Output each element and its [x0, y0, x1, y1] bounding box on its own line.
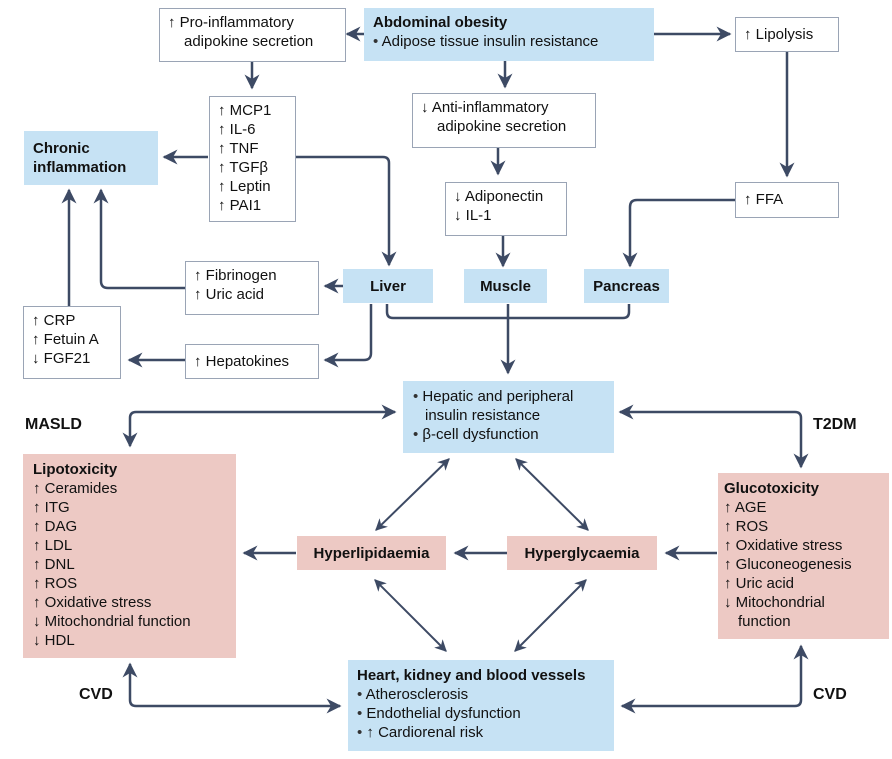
t2dm-label: T2DM [813, 416, 857, 433]
cytokines-box: ↑ MCP1 ↑ IL-6 ↑ TNF ↑ TGFβ ↑ Leptin ↑ PA… [209, 96, 296, 222]
glucotoxicity-item: ↑ Gluconeogenesis [724, 556, 852, 573]
chronic-inflammation-line-2: inflammation [33, 159, 127, 176]
glucotoxicity-item: ↑ AGE [724, 499, 767, 516]
liver-box: Liver [343, 269, 433, 303]
pancreas-label: Pancreas [593, 277, 660, 295]
glucotoxicity-box: Glucotoxicity ↑ AGE ↑ ROS ↑ Oxidative st… [718, 473, 889, 639]
cytokine-item: ↑ PAI1 [218, 197, 262, 214]
cytokine-item: ↑ TNF [218, 140, 259, 157]
insulin-resistance-bullet-1: Hepatic and peripheral [413, 387, 604, 406]
masld-label: MASLD [25, 416, 82, 433]
lipotoxicity-item: ↑ ROS [33, 575, 78, 592]
cytokine-item: ↑ TGFβ [218, 159, 269, 176]
heart-kidney-bullet: Endothelial dysfunction [357, 704, 605, 723]
pro-inflammatory-line-2: adipokine secretion [184, 33, 314, 50]
lipotoxicity-box: Lipotoxicity ↑ Ceramides ↑ ITG ↑ DAG ↑ L… [23, 454, 236, 658]
ffa-box: ↑ FFA [735, 182, 839, 218]
arrow-insulin-hyperlipidaemia [375, 458, 450, 531]
arrow-cvd-left-bidirectional [122, 662, 342, 714]
hyperglycaemia-label: Hyperglycaemia [524, 544, 640, 562]
il1-line: ↓ IL-1 [454, 207, 492, 224]
crp-item: ↓ FGF21 [32, 350, 91, 367]
muscle-label: Muscle [480, 277, 531, 295]
lipolysis-text: ↑ Lipolysis [744, 26, 814, 43]
fibrinogen-line: ↑ Fibrinogen [194, 267, 277, 284]
cytokine-item: ↑ IL-6 [218, 121, 256, 138]
adiponectin-line: ↓ Adiponectin [454, 188, 544, 205]
glucotoxicity-item: ↑ Oxidative stress [724, 537, 843, 554]
hepatokines-text: ↑ Hepatokines [194, 353, 290, 370]
pancreas-box: Pancreas [584, 269, 669, 303]
chronic-inflammation-line-1: Chronic [33, 140, 90, 157]
arrow-masld-bidirectional [122, 404, 397, 448]
cytokine-item: ↑ Leptin [218, 178, 271, 195]
lipotoxicity-item: ↑ Ceramides [33, 480, 118, 497]
lipotoxicity-item: ↓ HDL [33, 632, 75, 649]
heart-kidney-title: Heart, kidney and blood vessels [357, 667, 586, 684]
hyperlipidaemia-label: Hyperlipidaemia [313, 544, 430, 562]
arrow-insulin-hyperglycaemia [515, 458, 589, 531]
cvd-right-label: CVD [813, 686, 847, 703]
crp-item: ↑ CRP [32, 312, 76, 329]
pro-inflammatory-line-1: ↑ Pro-inflammatory [168, 14, 294, 31]
crp-box: ↑ CRP ↑ Fetuin A ↓ FGF21 [23, 306, 121, 379]
anti-inflammatory-box: ↓ Anti-inflammatory adipokine secretion [412, 93, 596, 148]
anti-inflammatory-line-1: ↓ Anti-inflammatory [421, 99, 549, 116]
glucotoxicity-title: Glucotoxicity [724, 480, 820, 497]
heart-kidney-bullet: Atherosclerosis [357, 685, 605, 704]
crp-item: ↑ Fetuin A [32, 331, 99, 348]
arrow-t2dm-bidirectional [618, 404, 809, 469]
glucotoxicity-item: function [738, 613, 791, 630]
arrow-liver-to-hepatokines [323, 304, 373, 368]
arrow-ffa-to-pancreas [622, 198, 738, 268]
arrow-fibrinogen-to-inflammation [93, 188, 185, 290]
chronic-inflammation-box: Chronic inflammation [24, 131, 158, 185]
lipotoxicity-item: ↑ DAG [33, 518, 78, 535]
cvd-left-label: CVD [79, 686, 113, 703]
cytokine-item: ↑ MCP1 [218, 102, 272, 119]
heart-kidney-bullet: ↑ Cardiorenal risk [357, 723, 605, 742]
glucotoxicity-item: ↓ Mitochondrial [724, 594, 825, 611]
lipotoxicity-item: ↑ ITG [33, 499, 70, 516]
pro-inflammatory-box: ↑ Pro-inflammatory adipokine secretion [159, 8, 346, 62]
muscle-box: Muscle [464, 269, 547, 303]
glucotoxicity-item: ↑ Uric acid [724, 575, 795, 592]
lipotoxicity-item: ↑ DNL [33, 556, 75, 573]
hyperglycaemia-box: Hyperglycaemia [507, 536, 657, 570]
glucotoxicity-item: ↑ ROS [724, 518, 769, 535]
hyperlipidaemia-box: Hyperlipidaemia [297, 536, 446, 570]
ffa-text: ↑ FFA [744, 191, 784, 208]
lipotoxicity-item: ↑ LDL [33, 537, 73, 554]
arrow-cytokines-to-liver [295, 155, 397, 267]
arrow-hyperlipidaemia-heart [374, 579, 447, 652]
heart-kidney-box: Heart, kidney and blood vessels Atherosc… [348, 660, 614, 751]
lipotoxicity-item: ↑ Oxidative stress [33, 594, 152, 611]
arrow-cvd-right-bidirectional [620, 644, 809, 714]
adiponectin-box: ↓ Adiponectin ↓ IL-1 [445, 182, 567, 236]
insulin-resistance-bullet-2: β-cell dysfunction [413, 425, 604, 444]
lipotoxicity-item: ↓ Mitochondrial function [33, 613, 191, 630]
liver-label: Liver [370, 277, 406, 295]
insulin-resistance-bullet-1-cont: insulin resistance [425, 407, 541, 424]
lipolysis-box: ↑ Lipolysis [735, 17, 839, 52]
abdominal-obesity-title: Abdominal obesity [373, 14, 508, 31]
fibrinogen-box: ↑ Fibrinogen ↑ Uric acid [185, 261, 319, 315]
hepatokines-box: ↑ Hepatokines [185, 344, 319, 379]
uric-acid-line: ↑ Uric acid [194, 286, 265, 303]
arrow-hyperglycaemia-heart [514, 579, 587, 652]
insulin-resistance-box: Hepatic and peripheral insulin resistanc… [403, 381, 614, 453]
abdominal-obesity-box: Abdominal obesity Adipose tissue insulin… [364, 8, 654, 61]
abdominal-obesity-bullet: Adipose tissue insulin resistance [373, 32, 645, 51]
lipotoxicity-title: Lipotoxicity [33, 461, 118, 478]
anti-inflammatory-line-2: adipokine secretion [437, 118, 567, 135]
